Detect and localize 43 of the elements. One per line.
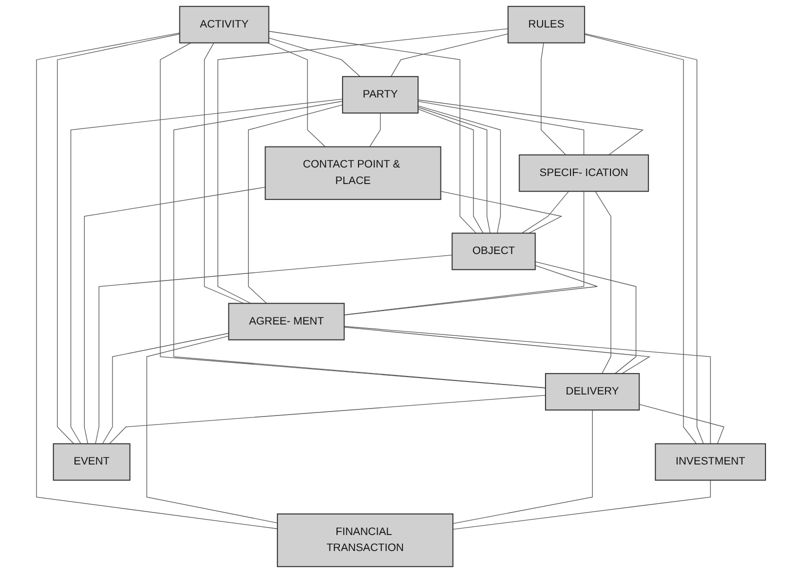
connector	[268, 38, 360, 77]
connector	[534, 261, 636, 374]
connector	[109, 394, 546, 444]
connector	[452, 480, 711, 530]
node-box: AGREE- MENT	[228, 302, 345, 340]
connector	[70, 98, 343, 444]
connector	[160, 42, 546, 388]
connector	[344, 265, 598, 316]
connector	[440, 190, 562, 234]
connector	[452, 410, 593, 524]
connector	[594, 191, 612, 374]
node-box: SPECIF- ICATION	[518, 154, 649, 192]
connector	[522, 191, 570, 234]
node-box: ACTIVITY	[179, 6, 270, 44]
node-box: DELIVERY	[545, 373, 640, 411]
connector	[638, 404, 724, 444]
connector	[204, 42, 244, 304]
node-box: RULES	[508, 6, 586, 44]
connector	[268, 30, 476, 234]
connector	[84, 186, 266, 444]
connector	[344, 191, 584, 316]
connector	[248, 104, 343, 304]
connector	[173, 100, 546, 388]
node-box: INVESTMENT	[654, 443, 766, 481]
connector	[369, 112, 381, 148]
connector	[418, 100, 584, 156]
connector	[95, 254, 452, 444]
node-box: CONTACT POINT & PLACE	[264, 146, 442, 200]
connector	[57, 34, 180, 444]
connector	[344, 326, 650, 374]
connector	[344, 326, 711, 444]
connector	[267, 42, 326, 148]
node-box: PARTY	[342, 76, 419, 114]
connector	[217, 28, 508, 304]
connector	[102, 332, 230, 444]
connector	[36, 32, 278, 530]
node-box: EVENT	[52, 443, 130, 481]
connector	[540, 42, 566, 156]
connector	[146, 336, 278, 524]
connector	[390, 34, 508, 77]
connector	[418, 100, 644, 156]
node-box: OBJECT	[452, 232, 536, 270]
node-box: FINANCIAL TRANSACTION	[276, 513, 454, 568]
